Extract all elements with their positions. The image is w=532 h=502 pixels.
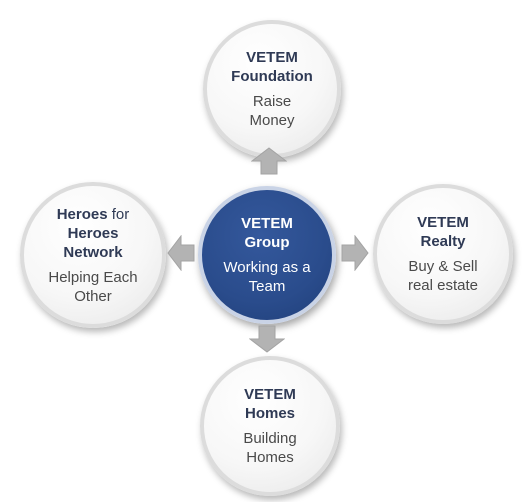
node-vetem-homes: VETEM Homes Building Homes <box>200 356 340 496</box>
node-title: VETEM Homes <box>244 386 296 422</box>
node-title: VETEM Realty <box>417 214 469 250</box>
node-description: Building Homes <box>243 430 297 466</box>
arrow-down-icon <box>249 325 285 353</box>
node-description: Buy & Sell real estate <box>407 258 479 294</box>
arrow-left-icon <box>167 235 195 271</box>
node-title: Heroes for Heroes Network <box>56 205 130 261</box>
node-title: VETEM Foundation <box>231 49 313 85</box>
node-vetem-foundation: VETEM Foundation Raise Money <box>203 20 341 158</box>
arrow-right-icon <box>341 235 369 271</box>
node-vetem-group: VETEM Group Working as a Team <box>198 186 336 324</box>
node-description: Working as a Team <box>223 259 311 295</box>
node-description: Helping Each Other <box>48 268 138 305</box>
node-description: Raise Money <box>249 93 295 129</box>
node-title: VETEM Group <box>241 215 293 251</box>
arrow-up-icon <box>251 147 287 175</box>
node-vetem-realty: VETEM Realty Buy & Sell real estate <box>373 184 513 324</box>
node-heroes-for-heroes-network: Heroes for Heroes Network Helping Each O… <box>20 182 166 328</box>
